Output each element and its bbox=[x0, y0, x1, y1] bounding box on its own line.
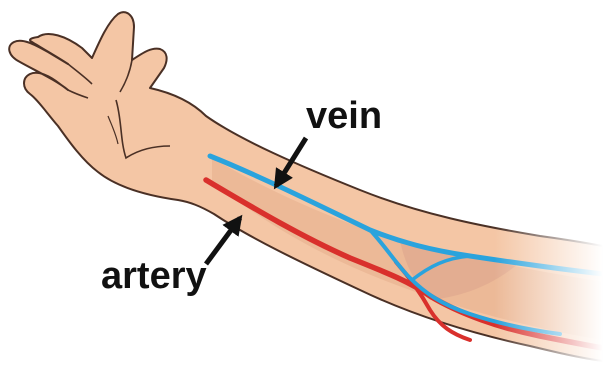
artery-label: artery bbox=[101, 257, 207, 295]
vein-label: vein bbox=[306, 97, 382, 135]
